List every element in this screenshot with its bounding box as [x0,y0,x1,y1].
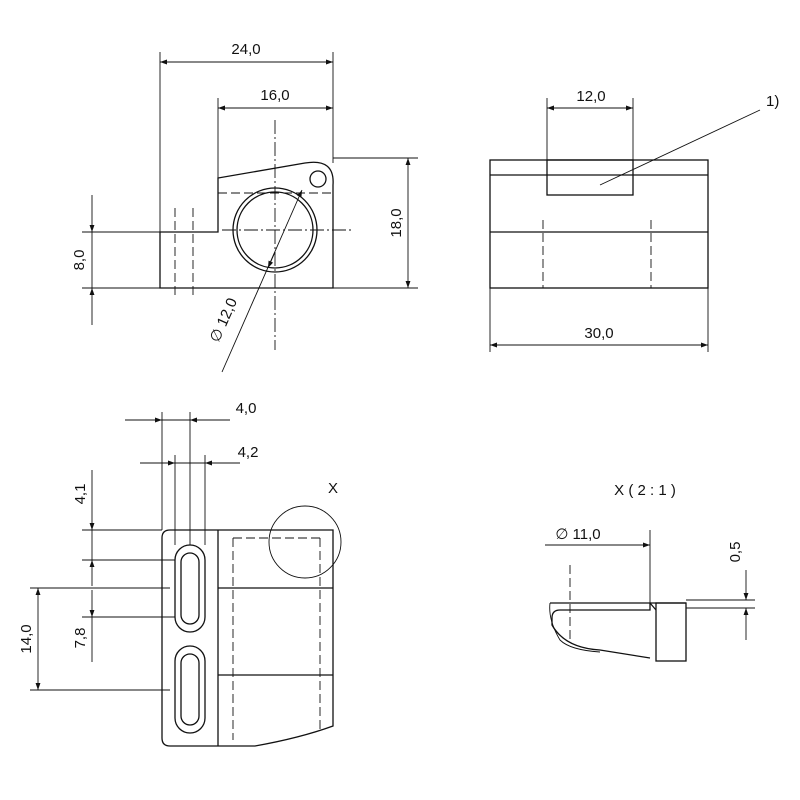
dim-height-7-8: 7,8 [72,628,89,649]
dim-height-8: 8,0 [71,250,88,271]
dim-height-18: 18,0 [388,208,405,237]
front-view [82,52,418,373]
slot-lower-inner [180,653,200,726]
detail-profile [550,602,651,659]
dim-diameter-12: ∅ 12,0 [207,296,241,345]
clamp-slot [546,159,634,196]
top-view [489,98,761,352]
dim-width-30: 30,0 [584,325,613,342]
dim-width-4-0: 4,0 [236,400,257,417]
dim-width-24: 24,0 [231,41,260,58]
small-hole [309,170,327,188]
slot-upper-outer [174,544,206,633]
slot-lower-outer [174,645,206,734]
detail-title: X ( 2 : 1 ) [614,482,676,499]
detail-x-circle [268,505,342,579]
side-view [30,412,342,747]
dim-width-4-2: 4,2 [238,444,259,461]
dim-height-14: 14,0 [18,624,35,653]
front-view-outline [159,161,334,289]
dim-height-4-1: 4,1 [72,484,89,505]
detail-view-x [545,530,755,662]
top-view-outline [489,159,709,289]
dim-diameter-11: ∅ 11,0 [555,526,600,543]
dim-width-12: 12,0 [576,88,605,105]
dim-height-0-5: 0,5 [727,542,744,563]
side-view-outline [161,529,334,747]
detail-marker-x: X [328,480,338,497]
dim-width-16: 16,0 [260,87,289,104]
note-ref-1: 1) [766,93,779,110]
slot-upper-inner [180,552,200,625]
detail-section-hatched [655,602,687,662]
